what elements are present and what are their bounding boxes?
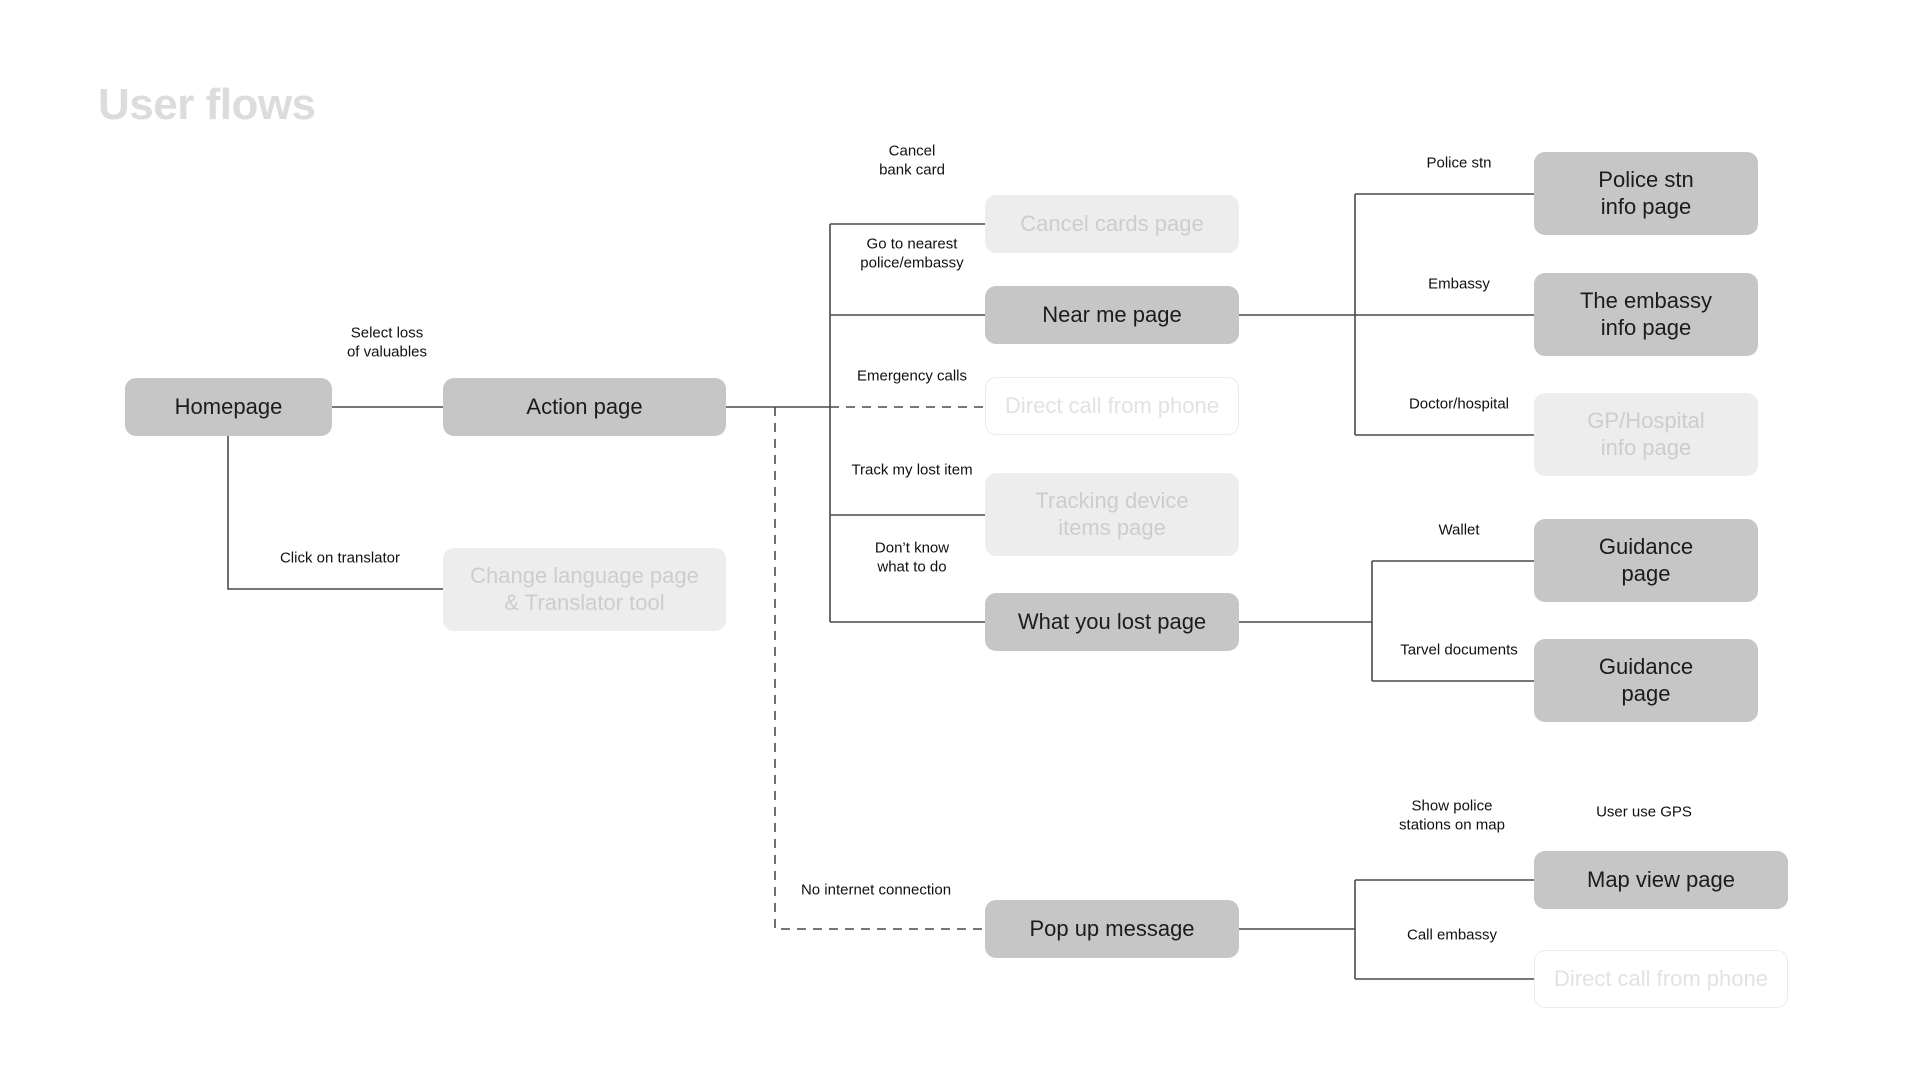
edge-label-track-lost-item: Track my lost item [851,461,973,479]
edge-label-show-police-map: Show police stations on map [1399,797,1505,834]
edge-label-embassy: Embassy [1428,275,1490,293]
edge-label-cancel-bank-card: Cancel bank card [879,142,945,179]
edge-label-click-translator: Click on translator [279,549,401,567]
node-gp-hospital[interactable]: GP/Hospital info page [1534,393,1758,476]
node-cancel-cards[interactable]: Cancel cards page [985,195,1239,253]
node-popup-message[interactable]: Pop up message [985,900,1239,958]
edge-label-dont-know: Don’t know what to do [874,539,950,576]
node-direct-call-1[interactable]: Direct call from phone [985,377,1239,435]
edge-label-tarvel-documents: Tarvel documents [1400,641,1518,659]
edge-label-police-stn: Police stn [1426,154,1492,172]
node-homepage[interactable]: Homepage [125,378,332,436]
node-change-language[interactable]: Change language page & Translator tool [443,548,726,631]
page-title: User flows [98,80,316,129]
node-action-page[interactable]: Action page [443,378,726,436]
node-police-info[interactable]: Police stn info page [1534,152,1758,235]
node-near-me[interactable]: Near me page [985,286,1239,344]
edge-label-doctor-hospital: Doctor/hospital [1408,395,1510,413]
node-what-you-lost[interactable]: What you lost page [985,593,1239,651]
edge-label-go-nearest: Go to nearest police/embassy [860,235,964,272]
node-embassy-info[interactable]: The embassy info page [1534,273,1758,356]
connector-action-dashed-drop [774,407,985,930]
edge-label-select-loss: Select loss of valuables [346,324,428,361]
edge-label-emergency-calls: Emergency calls [856,367,968,385]
edge-label-no-internet: No internet connection [800,881,952,899]
edge-label-call-embassy: Call embassy [1406,926,1498,944]
node-map-view[interactable]: Map view page [1534,851,1788,909]
edge-label-wallet: Wallet [1438,521,1480,539]
node-guidance-1[interactable]: Guidance page [1534,519,1758,602]
node-tracking-device[interactable]: Tracking device items page [985,473,1239,556]
node-guidance-2[interactable]: Guidance page [1534,639,1758,722]
node-direct-call-2[interactable]: Direct call from phone [1534,950,1788,1008]
edge-label-user-use-gps: User use GPS [1596,803,1692,821]
